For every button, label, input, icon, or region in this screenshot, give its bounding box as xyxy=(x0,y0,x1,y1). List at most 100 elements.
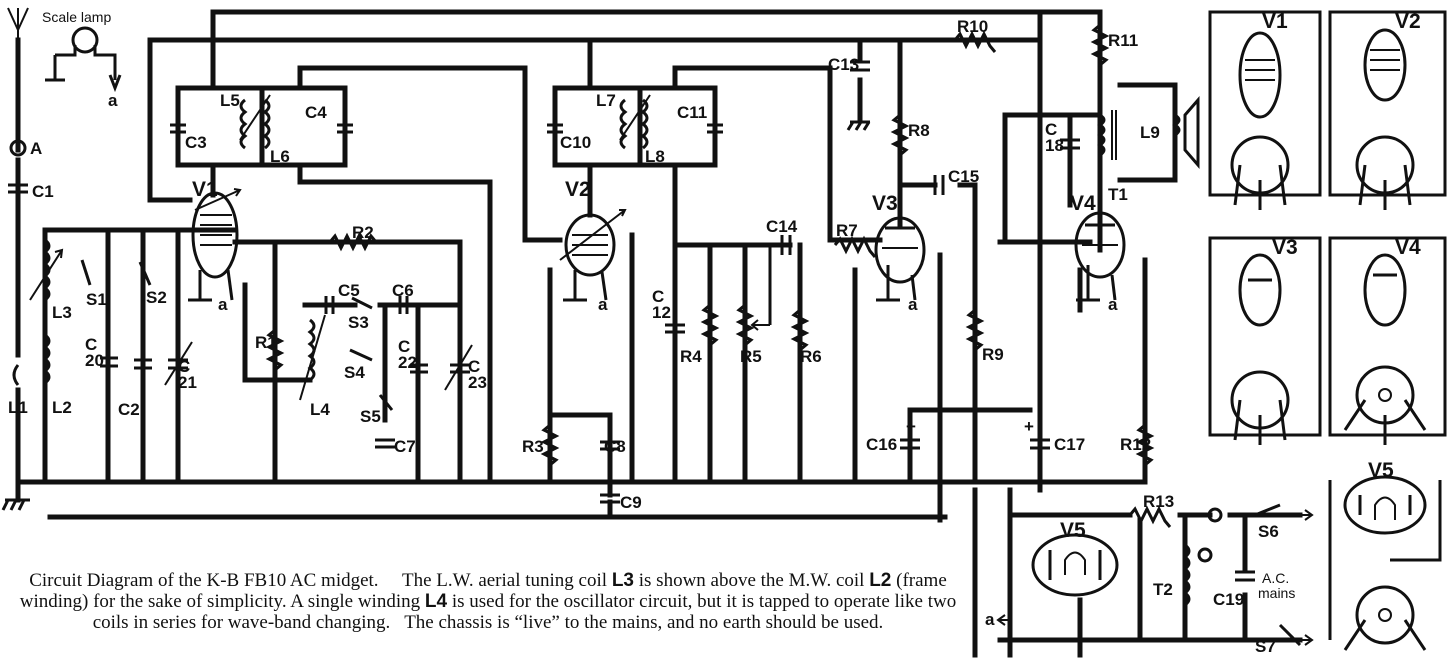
components xyxy=(1,7,1314,647)
C14-capacitor xyxy=(780,235,792,255)
caption-part-3: is shown above the M.W. coil xyxy=(638,570,865,591)
V1-valve xyxy=(188,188,242,302)
label-S3: S3 xyxy=(348,313,369,332)
label-base-V3: V3 xyxy=(1272,236,1298,259)
label-C9: C9 xyxy=(620,493,642,512)
C15-capacitor xyxy=(933,175,945,195)
R12-resistor xyxy=(1135,423,1155,467)
scale-lamp xyxy=(71,26,99,54)
label-R1: R1 xyxy=(255,333,277,352)
label-L3: L3 xyxy=(52,303,72,322)
L6-coil xyxy=(262,98,271,150)
component-labels: Scale lamp a A C1 V1 V2 V3 V4 V5 C3 C4 L… xyxy=(8,9,1421,656)
label-R10: R10 xyxy=(957,17,988,36)
L9-speech-coil xyxy=(1172,113,1181,137)
label-base-V5: V5 xyxy=(1368,459,1394,482)
label-L2: L2 xyxy=(52,398,72,417)
C2-capacitor xyxy=(134,358,152,370)
label-C1: C1 xyxy=(32,182,54,201)
label-a-V5: a xyxy=(985,610,995,629)
label-a-V4: a xyxy=(1108,295,1118,314)
C6-capacitor xyxy=(398,296,409,314)
label-C8: C8 xyxy=(604,437,626,456)
V4-valve xyxy=(1074,211,1126,302)
label-base-V4: V4 xyxy=(1395,236,1421,259)
label-a-lamp: a xyxy=(108,91,118,110)
C4-capacitor xyxy=(337,123,353,134)
label-R6: R6 xyxy=(800,347,822,366)
wiring xyxy=(15,9,1303,658)
label-C10: C10 xyxy=(560,133,591,152)
label-S7: S7 xyxy=(1255,637,1276,656)
label-T1: T1 xyxy=(1108,185,1128,204)
V5-base-diagram xyxy=(1328,475,1442,651)
C1-capacitor xyxy=(8,183,28,194)
R2-resistor xyxy=(328,232,378,252)
label-C6: C6 xyxy=(392,281,414,300)
label-T2: T2 xyxy=(1153,580,1173,599)
S4-switch xyxy=(349,348,373,362)
label-V4: V4 xyxy=(1070,192,1096,215)
label-C7: C7 xyxy=(394,437,416,456)
label-R11: R11 xyxy=(1108,31,1138,50)
R7-resistor xyxy=(833,235,877,258)
label-S2: S2 xyxy=(146,288,167,307)
V3-base-diagram xyxy=(1208,236,1322,445)
C16-capacitor xyxy=(900,438,920,450)
C19-capacitor xyxy=(1235,570,1255,582)
R11-resistor xyxy=(1090,23,1110,67)
label-S4: S4 xyxy=(344,363,365,382)
label-V3: V3 xyxy=(872,192,898,215)
caption-bold-L2: L2 xyxy=(869,570,892,591)
aerial-symbol xyxy=(7,7,29,40)
R4-resistor xyxy=(700,303,720,347)
R10-resistor xyxy=(953,30,997,53)
label-scale-lamp: Scale lamp xyxy=(42,9,111,25)
label-V1: V1 xyxy=(192,178,218,201)
label-L9: L9 xyxy=(1140,123,1160,142)
V2-valve xyxy=(559,209,627,302)
V4-base-diagram xyxy=(1328,236,1447,445)
C22-capacitor xyxy=(410,363,428,374)
label-R4: R4 xyxy=(680,347,702,366)
S3-switch xyxy=(351,296,373,310)
label-base-V1: V1 xyxy=(1262,10,1288,33)
caption-part-2: The L.W. aerial tuning coil xyxy=(401,570,608,591)
L8-coil xyxy=(640,98,649,150)
label-R8: R8 xyxy=(908,121,930,140)
label-L1: L1 xyxy=(8,398,28,417)
C21-capacitor xyxy=(168,358,188,370)
C3-capacitor xyxy=(170,123,186,134)
label-C13: C13 xyxy=(828,55,859,74)
label-C2: C2 xyxy=(118,400,140,419)
label-ac-mains-2: mains xyxy=(1258,585,1295,601)
caption-bold-L3: L3 xyxy=(611,570,634,591)
label-L5: L5 xyxy=(220,91,240,110)
R5-potentiometer xyxy=(735,303,755,347)
S1-switch xyxy=(80,259,92,286)
S5-switch xyxy=(378,394,394,411)
label-C11: C11 xyxy=(677,103,707,122)
label-ac-mains-1: A.C. xyxy=(1262,570,1289,586)
label-A: A xyxy=(30,139,42,158)
R13-resistor xyxy=(1128,505,1172,528)
C18-capacitor xyxy=(1060,138,1080,150)
R6-resistor xyxy=(790,308,810,352)
C12-capacitor xyxy=(665,323,685,334)
L5-coil xyxy=(239,98,248,150)
L4-coil xyxy=(307,318,316,382)
label-C15: C15 xyxy=(948,167,979,186)
V3-valve xyxy=(874,216,926,302)
label-R7: R7 xyxy=(836,221,858,240)
V5-rectifier xyxy=(1031,533,1119,597)
label-plus-C16: + xyxy=(906,417,916,436)
label-L8: L8 xyxy=(645,147,665,166)
label-V5: V5 xyxy=(1060,519,1086,542)
V2-base-diagram xyxy=(1328,10,1447,210)
